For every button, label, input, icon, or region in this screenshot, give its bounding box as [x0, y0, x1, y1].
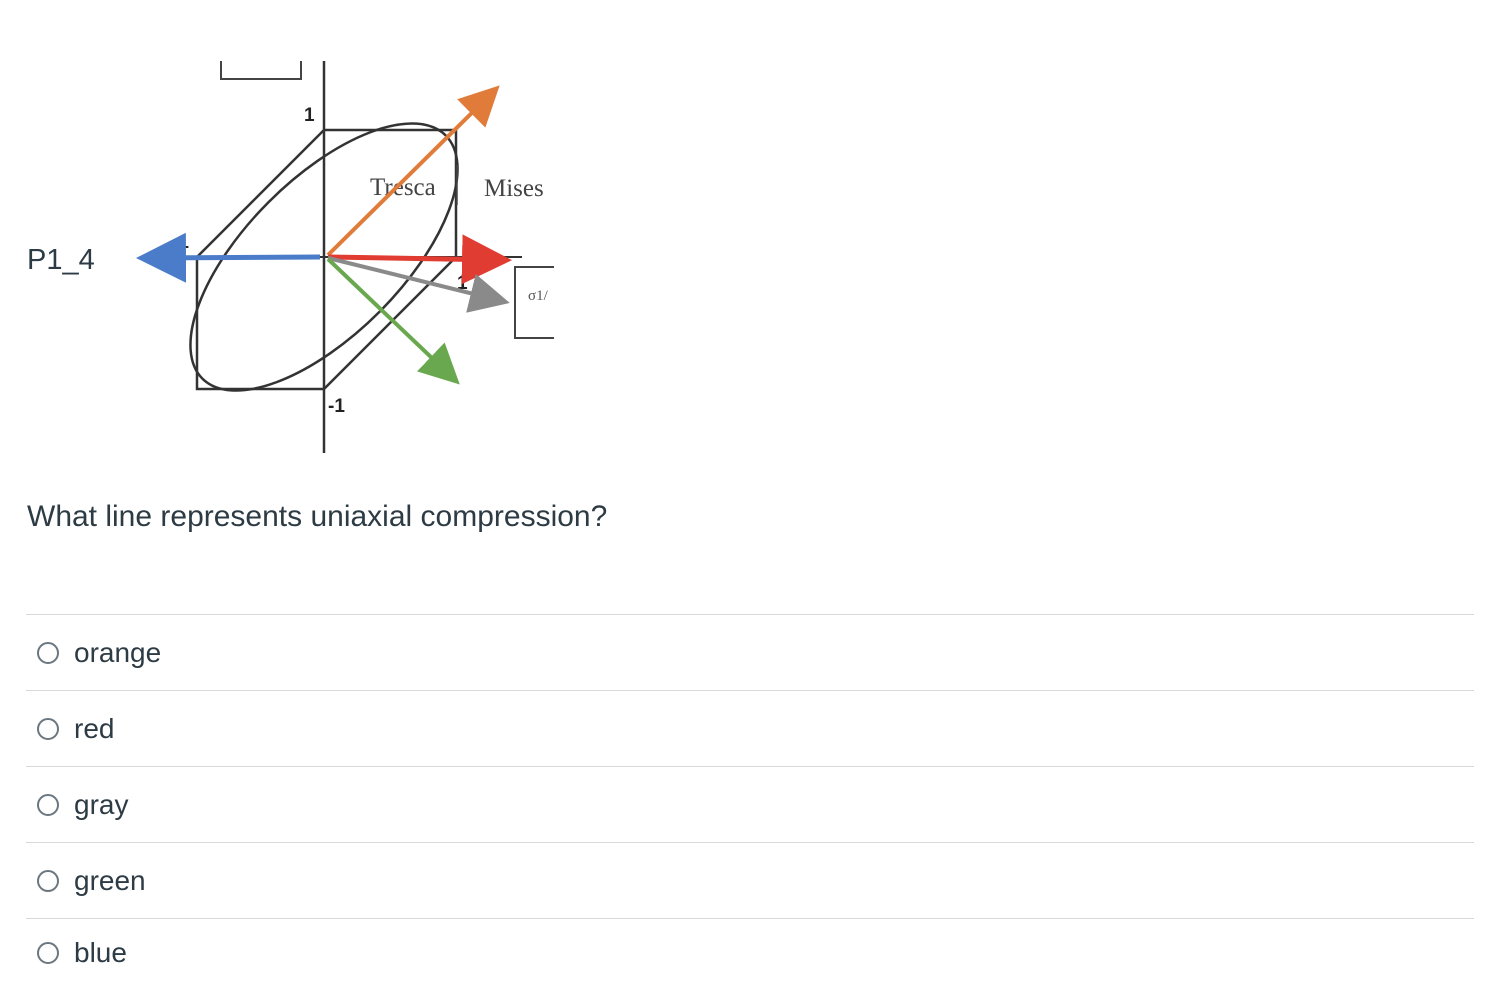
answer-label: green	[74, 864, 146, 896]
answer-option-green[interactable]: green	[26, 842, 1474, 918]
answer-option-orange[interactable]: orange	[26, 614, 1474, 690]
yield-surface-diagram: 1 -1 1 -1 Tresca Mises σ1/	[136, 61, 554, 453]
sigma-box	[514, 266, 554, 339]
top-legend-box	[220, 61, 302, 80]
answer-label: blue	[74, 937, 127, 968]
radio-button[interactable]	[37, 641, 59, 664]
blue-arrow	[136, 232, 321, 283]
answer-option-gray[interactable]: gray	[26, 766, 1474, 842]
tick-neg-y: -1	[328, 396, 345, 417]
question-label: P1_4	[27, 244, 95, 276]
answer-label: gray	[74, 788, 129, 820]
question-prompt: What line represents uniaxial compressio…	[27, 500, 608, 533]
radio-button[interactable]	[37, 717, 59, 740]
tresca-label: Tresca	[370, 174, 436, 201]
sigma-label: σ1/	[528, 288, 549, 304]
yield-surface-figure: 1 -1 1 -1 Tresca Mises σ1/	[130, 55, 560, 465]
green-arrow	[326, 257, 460, 385]
mises-ellipse	[189, 122, 459, 392]
mises-label: Mises	[484, 175, 544, 202]
answer-option-red[interactable]: red	[26, 690, 1474, 766]
tick-pos-y: 1	[304, 105, 315, 126]
radio-button[interactable]	[37, 869, 59, 892]
answer-label: red	[74, 712, 115, 744]
answer-option-blue[interactable]: blue	[26, 918, 1474, 987]
answer-label: orange	[74, 636, 162, 668]
red-arrow	[327, 234, 512, 285]
radio-button[interactable]	[37, 942, 59, 964]
orange-arrow	[326, 85, 500, 257]
gray-arrow	[327, 256, 510, 313]
radio-button[interactable]	[37, 793, 59, 816]
tick-neg-x: -1	[172, 232, 189, 253]
answer-list: orange red gray green blue	[26, 614, 1474, 987]
